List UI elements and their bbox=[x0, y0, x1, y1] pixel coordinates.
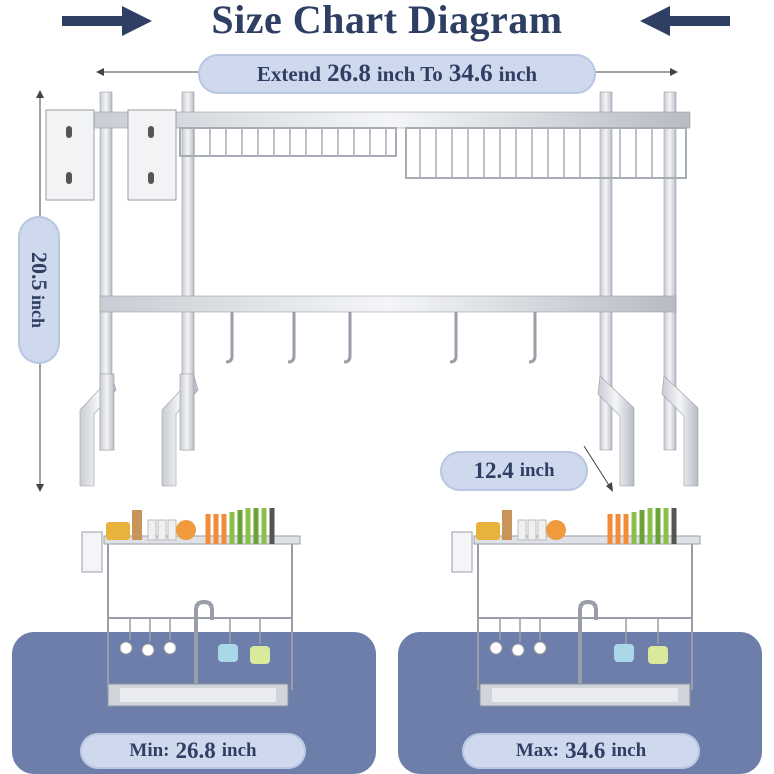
width-mid-text: inch To bbox=[376, 61, 443, 86]
depth-dimension-label: 12.4 inch bbox=[440, 451, 588, 491]
width-prefix: Extend bbox=[256, 61, 322, 86]
width-unit: inch bbox=[498, 61, 538, 86]
dish-rack-illustration bbox=[45, 91, 699, 487]
min-unit: inch bbox=[221, 740, 257, 761]
depth-unit: inch bbox=[519, 460, 555, 481]
max-size-label: Max: 34.6 inch bbox=[462, 733, 700, 769]
max-prefix: Max: bbox=[515, 740, 560, 761]
min-value: 26.8 bbox=[175, 738, 216, 763]
max-value: 34.6 bbox=[565, 738, 606, 763]
arrow-right-icon bbox=[62, 6, 152, 36]
max-unit: inch bbox=[611, 740, 647, 761]
width-max-value: 34.6 bbox=[448, 60, 493, 87]
page-title: Size Chart Diagram bbox=[211, 0, 563, 42]
height-unit: inch bbox=[28, 294, 49, 329]
min-prefix: Min: bbox=[129, 740, 170, 761]
width-min-value: 26.8 bbox=[327, 60, 371, 87]
depth-value: 12.4 bbox=[473, 458, 514, 483]
width-dimension-label: Extend 26.8 inch To 34.6 inch bbox=[198, 54, 596, 94]
arrow-left-icon bbox=[640, 6, 730, 36]
min-rack-sink-illustration bbox=[81, 508, 301, 707]
min-size-label: Min: 26.8 inch bbox=[80, 733, 306, 769]
max-rack-sink-illustration bbox=[451, 508, 701, 707]
height-value: 20.5 bbox=[27, 251, 53, 291]
height-dimension-label: 20.5 inch bbox=[18, 216, 60, 364]
